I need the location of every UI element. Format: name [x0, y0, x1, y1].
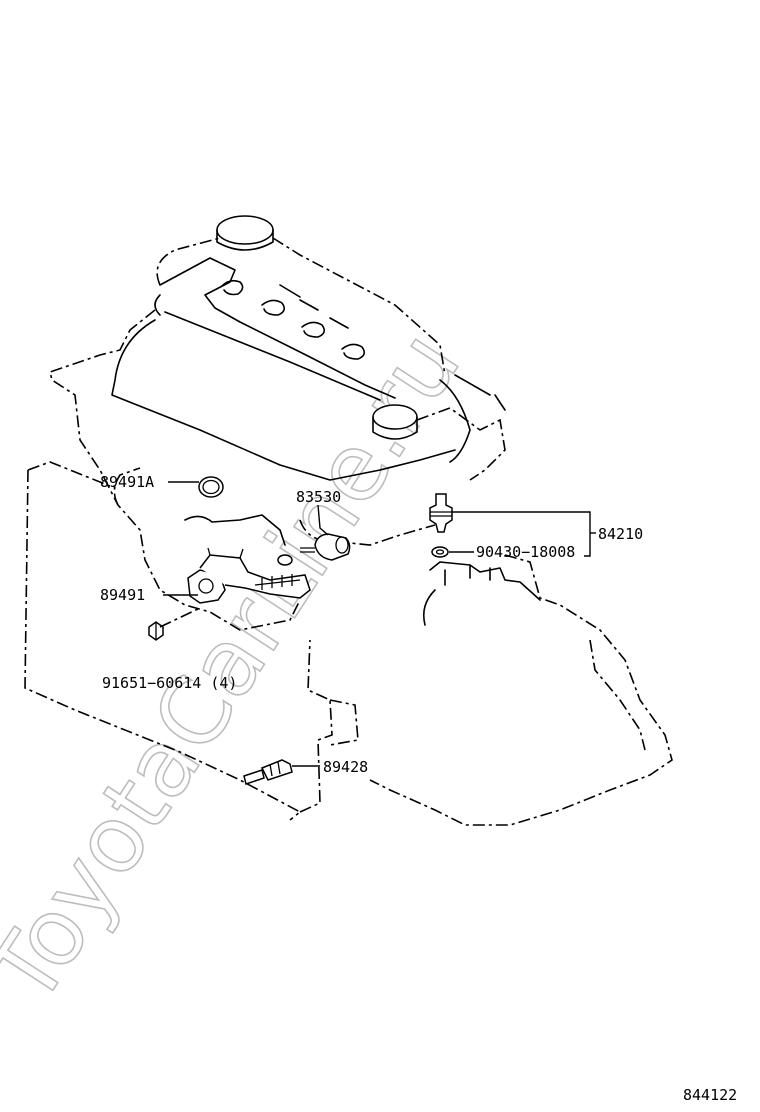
engine-block: [49, 309, 456, 631]
gasket-ring-89491A: [198, 476, 224, 498]
callout-89491A: 89491A: [100, 473, 154, 491]
callout-84210: 84210: [598, 525, 643, 543]
switch-83530: [277, 533, 351, 566]
diagram-id: 844122: [683, 1086, 737, 1104]
engine-cylinder-head: [154, 215, 506, 481]
leader-lines: [159, 481, 596, 767]
callout-89428: 89428: [323, 758, 368, 776]
callout-83530: 83530: [296, 488, 341, 506]
washer-90430: [431, 546, 449, 558]
sensor-84210: [429, 493, 453, 533]
sensor-89428: [243, 759, 293, 785]
callout-90430: 90430−18008: [476, 543, 575, 561]
bolt-91651: [148, 621, 164, 641]
group-boundary: [24, 461, 333, 821]
callout-89491: 89491: [100, 586, 145, 604]
callout-91651: 91651−60614 (4): [102, 674, 237, 692]
transmission-housing: [329, 554, 673, 826]
